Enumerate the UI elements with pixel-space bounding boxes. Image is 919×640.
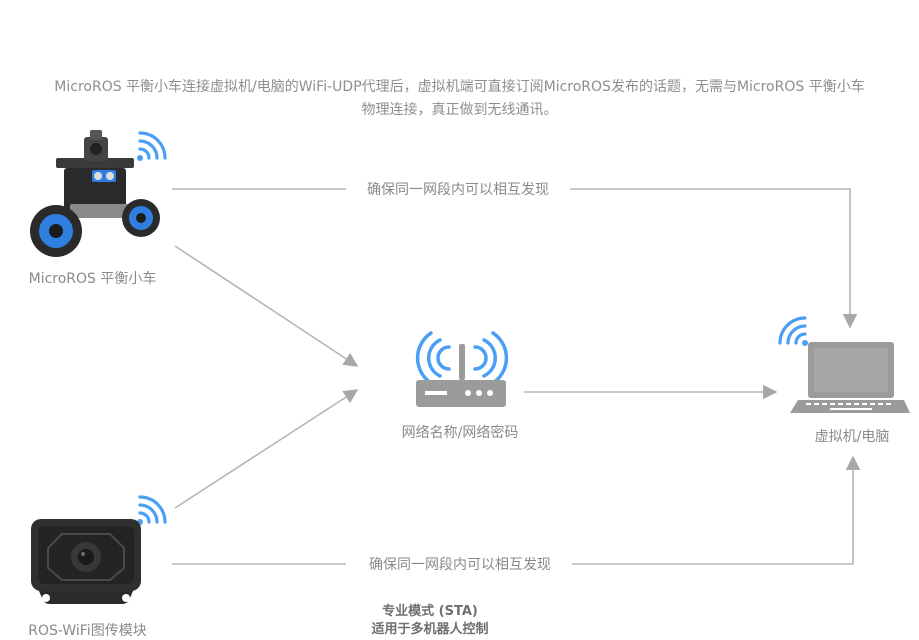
edge-module-router [174,389,359,509]
mode-line-2: 适用于多机器人控制 [371,622,489,637]
intro-line-1: MicroROS 平衡小车连接虚拟机/电脑的WiFi-UDP代理后，虚拟机端可直… [54,79,865,95]
wifi-router-icon [415,331,509,407]
module-label: ROS-WiFi图传模块 [28,623,147,639]
edge-robot-laptop-right [570,188,858,329]
connections [172,188,861,565]
edge-label-bottom: 确保同一网段内可以相互发现 [369,557,551,573]
laptop-label: 虚拟机/电脑 [814,429,890,445]
module-wifi-icon [137,495,167,525]
laptop-icon [790,342,910,413]
edge-module-laptop-right [572,455,861,565]
intro-line-2: 物理连接，真正做到无线通讯。 [361,102,558,118]
laptop-wifi-icon [778,316,808,346]
edge-robot-router [174,245,359,367]
router-label: 网络名称/网络密码 [401,425,519,441]
mode-line-1: 专业模式 (STA) [382,604,478,619]
intro-text: MicroROS 平衡小车连接虚拟机/电脑的WiFi-UDP代理后，虚拟机端可直… [0,76,919,122]
robot-wifi-icon [137,131,167,161]
robot-label: MicroROS 平衡小车 [28,271,157,287]
camera-module-icon [31,519,141,604]
mode-caption: 专业模式 (STA) 适用于多机器人控制 [330,603,530,639]
edge-label-top: 确保同一网段内可以相互发现 [367,182,549,198]
balance-car-icon [30,130,160,257]
